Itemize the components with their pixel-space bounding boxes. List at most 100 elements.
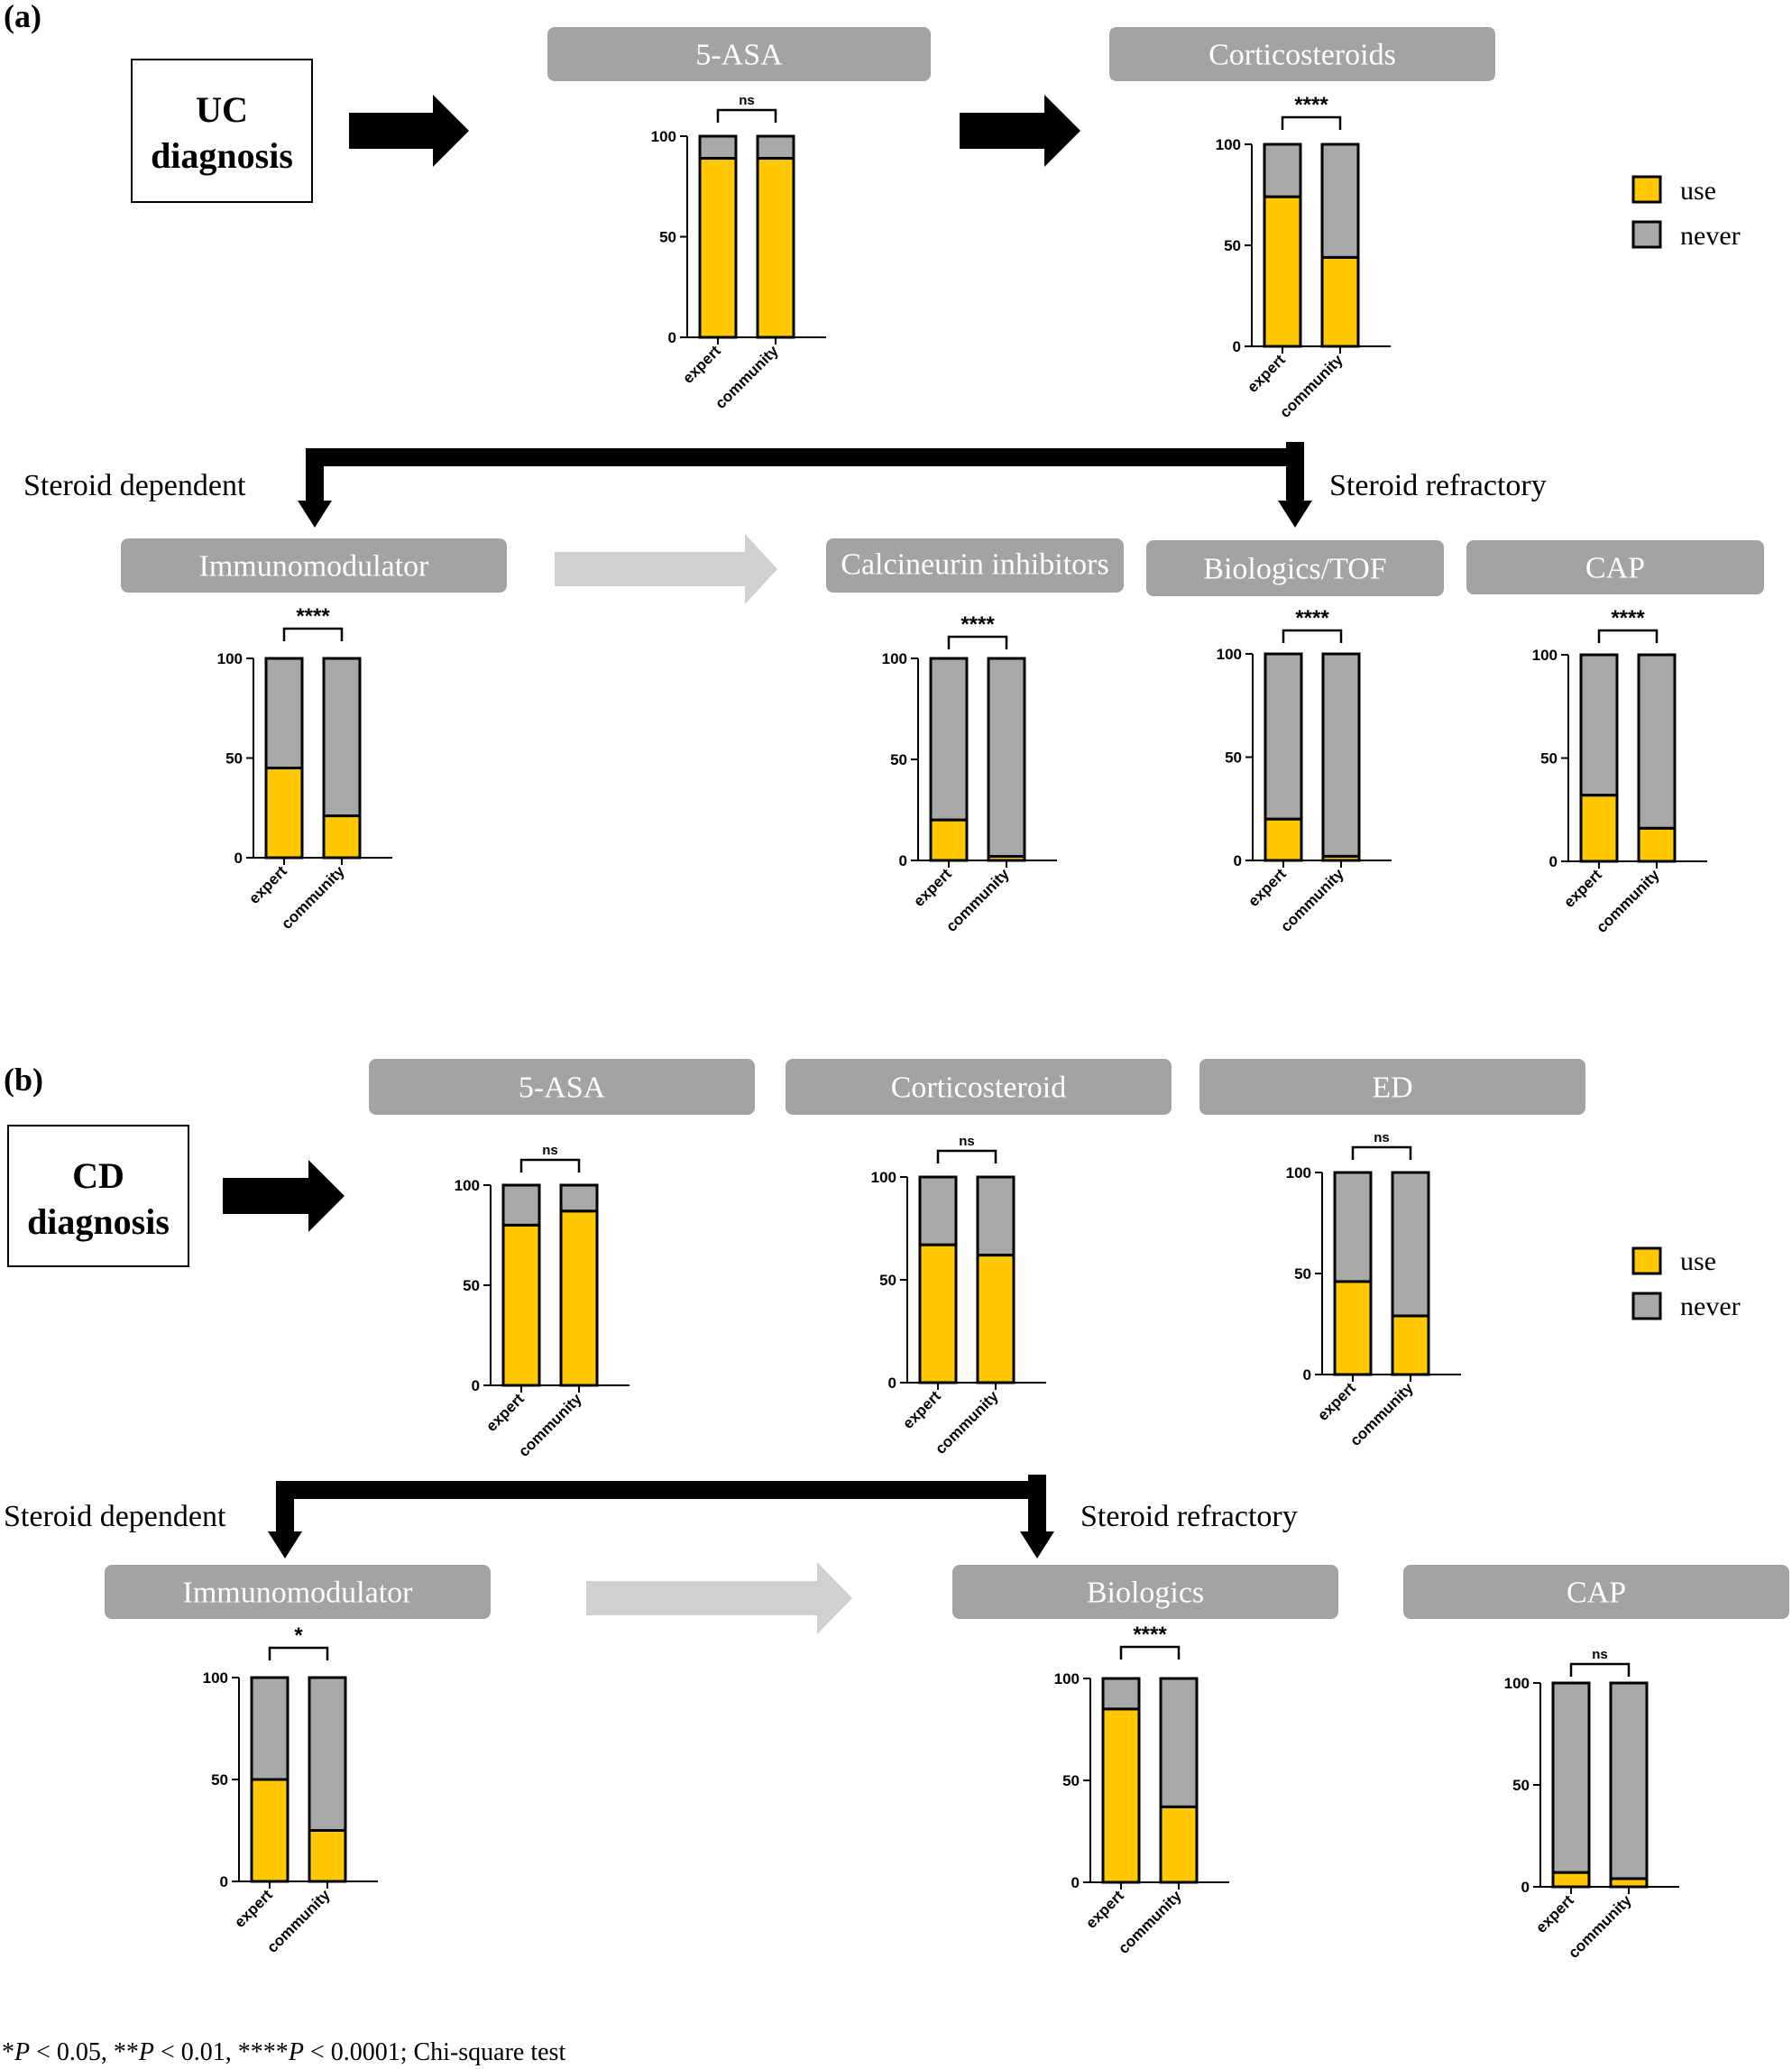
chart-title: 5-ASA: [519, 1071, 606, 1105]
bar-use-expert: [250, 1778, 289, 1883]
x-category-label: community: [1593, 866, 1663, 936]
y-tick-label: 50: [1062, 1772, 1080, 1789]
bar-use-community: [756, 157, 795, 339]
x-category-label: community: [278, 862, 348, 933]
flow-arrows: [223, 95, 1080, 1634]
y-tick-label: 100: [871, 1169, 896, 1186]
y-tick-label: 0: [1549, 853, 1558, 870]
legend-b: use never: [1631, 1246, 1741, 1321]
y-tick-label: 50: [225, 750, 243, 768]
x-category-label: expert: [482, 1390, 528, 1435]
x-category-label: expert: [245, 862, 290, 907]
y-tick-label: 50: [1512, 1777, 1530, 1794]
chart-title-box: [105, 1565, 491, 1619]
bar-use-expert: [929, 818, 969, 862]
x-category-label: expert: [910, 865, 955, 910]
y-tick-label: 100: [1504, 1675, 1530, 1692]
bar-use-expert: [1263, 195, 1302, 348]
y-tick-label: 50: [1225, 749, 1242, 767]
bar-use-expert: [264, 767, 304, 860]
bar-use-expert: [501, 1223, 541, 1387]
y-tick-label: 100: [1054, 1670, 1080, 1687]
significance-bracket: [282, 627, 344, 641]
bar-never-community: [1320, 143, 1360, 259]
bar-never-expert: [918, 1175, 958, 1246]
chart-title: Corticosteroid: [891, 1071, 1067, 1105]
bar-never-community: [1159, 1677, 1199, 1808]
bar-use-community: [1609, 1877, 1649, 1889]
y-tick-label: 0: [472, 1377, 480, 1394]
y-tick-label: 0: [1521, 1879, 1530, 1896]
y-tick-label: 100: [455, 1177, 480, 1194]
bar-use-community: [559, 1209, 599, 1387]
bar-never-expert: [1579, 653, 1619, 797]
significance-label: ****: [1133, 1623, 1167, 1647]
y-tick-label: 0: [1071, 1874, 1080, 1891]
bar-never-community: [1609, 1681, 1649, 1880]
chart-title-box: [121, 538, 507, 593]
panel-a-label: (a): [4, 0, 41, 34]
uc-diagnosis-box: UC diagnosis: [131, 59, 313, 203]
significance-bracket: [1351, 1145, 1412, 1160]
bar-never-community: [987, 657, 1026, 859]
y-tick-label: 0: [1233, 338, 1241, 355]
chart-title-box: [952, 1565, 1338, 1619]
steroid-refractory-label-a: Steroid refractory: [1329, 469, 1547, 502]
bar-never-expert: [250, 1676, 289, 1781]
bar-never-expert: [1264, 652, 1303, 821]
legend-use-swatch: [1631, 1246, 1662, 1275]
chart-title-box: [1199, 1059, 1585, 1115]
x-category-label: community: [712, 342, 782, 412]
significance-label: ****: [1295, 606, 1329, 630]
chart-title-box: [1403, 1565, 1789, 1619]
bar-use-expert: [1264, 817, 1303, 862]
bar-use-community: [308, 1829, 347, 1883]
footnote: *P < 0.05, **P < 0.01, ****P < 0.0001; C…: [2, 2038, 565, 2066]
y-tick-label: 100: [882, 650, 907, 667]
uc-diagnosis-line2: diagnosis: [151, 135, 293, 176]
significance-bracket: [716, 108, 777, 123]
bar-never-community: [976, 1175, 1015, 1257]
significance-bracket: [936, 1149, 997, 1163]
cd-diagnosis-box: CD diagnosis: [7, 1125, 189, 1267]
y-tick-label: 0: [1234, 852, 1242, 869]
arrow-5asa-to-corticosteroids: [960, 95, 1080, 167]
chart-a-3: Calcineurin inhibitors050100expertcommun…: [826, 538, 1124, 935]
y-tick-label: 100: [1216, 136, 1241, 153]
significance-bracket: [268, 1646, 329, 1660]
bar-never-community: [756, 134, 795, 161]
bar-never-community: [322, 657, 362, 818]
bar-use-expert: [1551, 1871, 1591, 1889]
chart-title-box: [786, 1059, 1172, 1115]
bar-use-community: [1321, 854, 1361, 862]
legend-a: use never: [1631, 175, 1741, 251]
y-tick-label: 50: [463, 1277, 480, 1294]
y-tick-label: 50: [890, 751, 907, 768]
significance-bracket: [1569, 1662, 1631, 1677]
x-category-label: expert: [1244, 351, 1289, 396]
bar-never-community: [308, 1676, 347, 1832]
bar-never-community: [559, 1183, 599, 1213]
bar-never-community: [1637, 653, 1677, 830]
significance-bracket: [519, 1158, 581, 1172]
chart-title: Biologics: [1087, 1577, 1204, 1610]
steroid-dependent-label-a: Steroid dependent: [23, 469, 246, 502]
x-category-label: community: [1115, 1887, 1185, 1957]
legend-never-label: never: [1680, 221, 1741, 251]
significance-bracket: [1282, 629, 1343, 643]
y-tick-label: 50: [879, 1272, 896, 1289]
x-category-label: community: [932, 1387, 1002, 1457]
y-tick-label: 100: [1286, 1164, 1311, 1182]
chart-title: Calcineurin inhibitors: [841, 548, 1108, 582]
y-tick-label: 0: [1303, 1366, 1311, 1384]
bar-use-community: [1159, 1805, 1199, 1884]
y-tick-label: 0: [668, 329, 676, 346]
legend-never-swatch: [1631, 220, 1662, 249]
